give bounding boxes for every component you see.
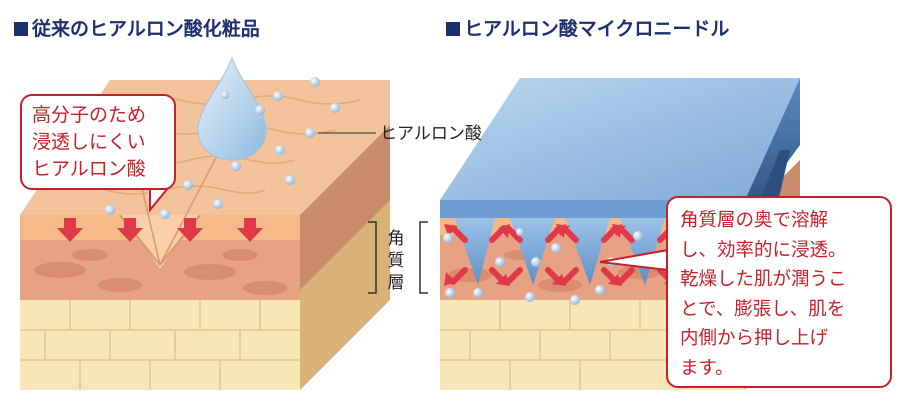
right-callout-line: とで、膨張し、肌を xyxy=(680,295,882,325)
left-callout: 高分子のため 浸透しにくい ヒアルロン酸 xyxy=(20,94,176,190)
stratum-corneum-label: 角 質 層 xyxy=(383,228,409,294)
left-callout-line: ヒアルロン酸 xyxy=(32,156,164,183)
bracket-right xyxy=(420,222,428,293)
right-callout: 角質層の奥で溶解 し、効率的に浸透。 乾燥した肌が潤うこ とで、膨張し、肌を 内… xyxy=(666,196,892,388)
right-callout-line: 内側から押し上げ xyxy=(680,324,882,354)
left-fat-layer xyxy=(20,300,300,390)
stratum-char: 角 xyxy=(383,228,409,250)
right-callout-line: 角質層の奥で溶解 xyxy=(680,206,882,236)
stratum-char: 層 xyxy=(383,272,409,294)
right-callout-line: し、効率的に浸透。 xyxy=(680,236,882,266)
left-callout-line: 高分子のため xyxy=(32,102,164,129)
left-callout-line: 浸透しにくい xyxy=(32,129,164,156)
stratum-char: 質 xyxy=(383,250,409,272)
microneedle-patch xyxy=(440,78,800,200)
right-callout-line: ます。 xyxy=(680,354,882,384)
right-callout-line: 乾燥した肌が潤うこ xyxy=(680,265,882,295)
hyaluronic-acid-label: ヒアルロン酸 xyxy=(380,119,482,144)
